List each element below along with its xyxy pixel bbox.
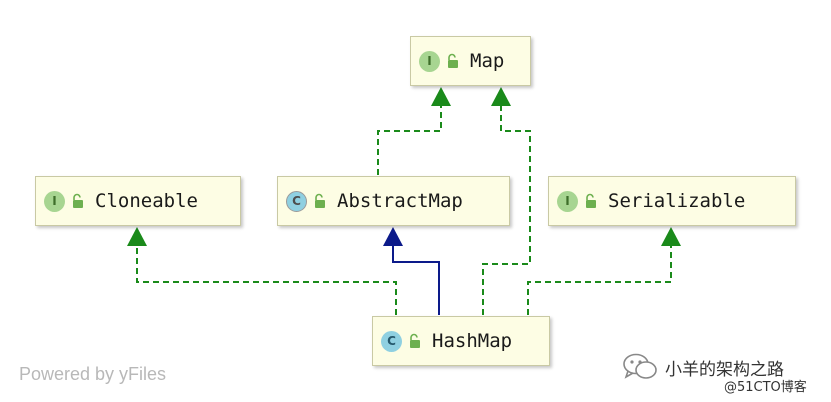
interface-icon: I <box>557 190 578 212</box>
node-abstractmap[interactable]: C AbstractMap <box>277 176 510 226</box>
arrowhead-serializable <box>661 227 681 246</box>
node-label: Map <box>470 50 505 72</box>
interface-icon: I <box>44 190 65 212</box>
wechat-logo-icon <box>623 353 657 379</box>
lock-open-icon <box>315 193 325 208</box>
node-label: HashMap <box>432 330 513 352</box>
edge-abstractmap-to-map <box>377 104 442 175</box>
lock-open-icon <box>448 53 458 68</box>
node-cloneable[interactable]: I Cloneable <box>35 176 241 226</box>
powered-by-yfiles: Powered by yFiles <box>19 364 167 384</box>
node-serializable[interactable]: I Serializable <box>548 176 796 226</box>
arrowhead-cloneable <box>127 227 147 246</box>
class-icon: C <box>381 330 402 352</box>
arrowhead-abstractmap <box>383 227 403 246</box>
node-hashmap[interactable]: C HashMap <box>372 316 550 366</box>
lock-open-icon <box>73 193 83 208</box>
abstract-class-icon: C <box>286 190 307 212</box>
interface-icon: I <box>419 50 440 72</box>
edge-hashmap-to-cloneable <box>136 243 397 315</box>
edge-hashmap-extends-abstractmap <box>392 245 440 315</box>
node-label: AbstractMap <box>337 190 463 212</box>
lock-open-icon <box>586 193 596 208</box>
edge-hashmap-to-serializable <box>527 243 672 315</box>
arrowhead-map-right <box>491 87 511 106</box>
arrowhead-map-left <box>431 87 451 106</box>
node-label: Cloneable <box>95 190 198 212</box>
node-map[interactable]: I Map <box>410 36 531 86</box>
lock-open-icon <box>410 333 420 348</box>
edge-hashmap-to-map <box>482 104 531 315</box>
node-label: Serializable <box>608 190 746 212</box>
watermark-site: @51CTO博客 <box>724 380 807 395</box>
watermark-name: 小羊的架构之路 <box>665 360 784 380</box>
